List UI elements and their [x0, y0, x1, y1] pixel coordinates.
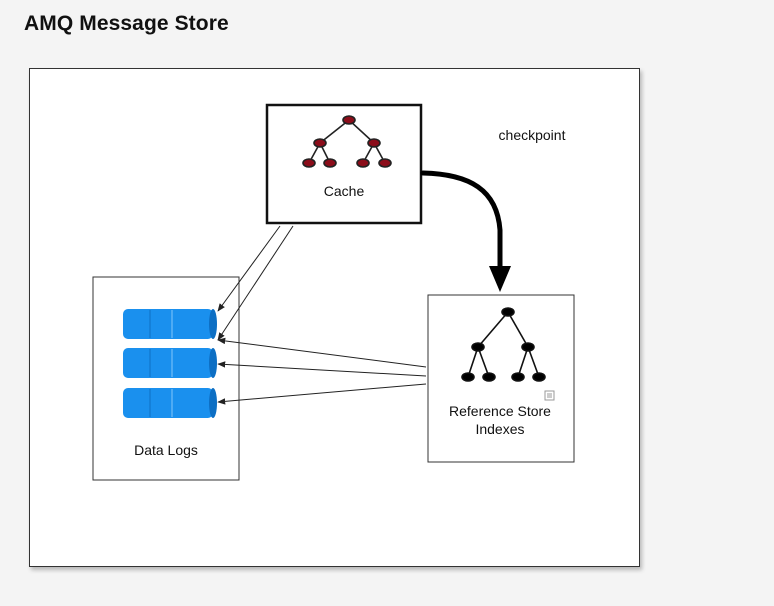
- checkpoint-label: checkpoint: [498, 127, 566, 143]
- cache-to-log-arrow-2: [217, 225, 294, 341]
- reference-store-label-line1: Reference Store: [449, 403, 551, 419]
- reference-store-label-line2: Indexes: [475, 421, 525, 437]
- data-log-segment-1: [123, 309, 217, 339]
- index-tree-icon: [461, 307, 546, 382]
- index-to-log-arrow-3: [217, 383, 427, 405]
- cache-tree-icon: [302, 115, 392, 168]
- reference-store-box: [427, 294, 575, 463]
- cache-to-log-arrow-1: [217, 225, 281, 312]
- data-log-segment-3: [123, 388, 217, 418]
- reference-store-label: Reference Store Indexes: [430, 402, 570, 438]
- data-log-segment-2: [123, 348, 217, 378]
- data-logs-label: Data Logs: [134, 442, 198, 458]
- page-title: AMQ Message Store: [24, 12, 229, 35]
- index-to-log-arrow-2: [217, 361, 427, 377]
- cursor-icon: [544, 390, 555, 401]
- checkpoint-arrow: [420, 170, 503, 271]
- checkpoint-arrowhead: [489, 266, 511, 292]
- index-to-log-arrow-1: [217, 337, 427, 368]
- cache-label: Cache: [323, 183, 365, 199]
